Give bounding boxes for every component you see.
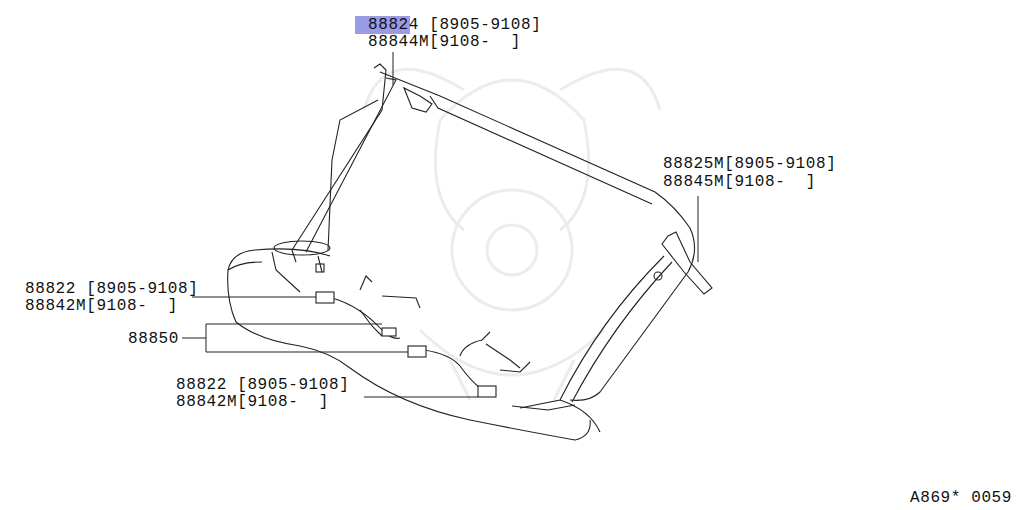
part-number: 88844M[9108- ] [368,34,521,50]
leader-lines [182,52,698,397]
part-number: 88824 [8905-9108] [368,17,541,33]
callout-number: 88850 [128,331,179,347]
figure-code: A869* 0059 [910,490,1012,506]
part-number: 88845M[9108- ] [663,174,816,190]
part-number: 88822 [8905-9108] [176,377,349,393]
part-number: 88822 [8905-9108] [25,281,198,297]
part-number: 88842M[9108- ] [25,298,178,314]
part-number: 88842M[9108- ] [176,394,329,410]
watermark-crest [364,69,660,400]
part-number: 88825M[8905-9108] [663,156,836,172]
